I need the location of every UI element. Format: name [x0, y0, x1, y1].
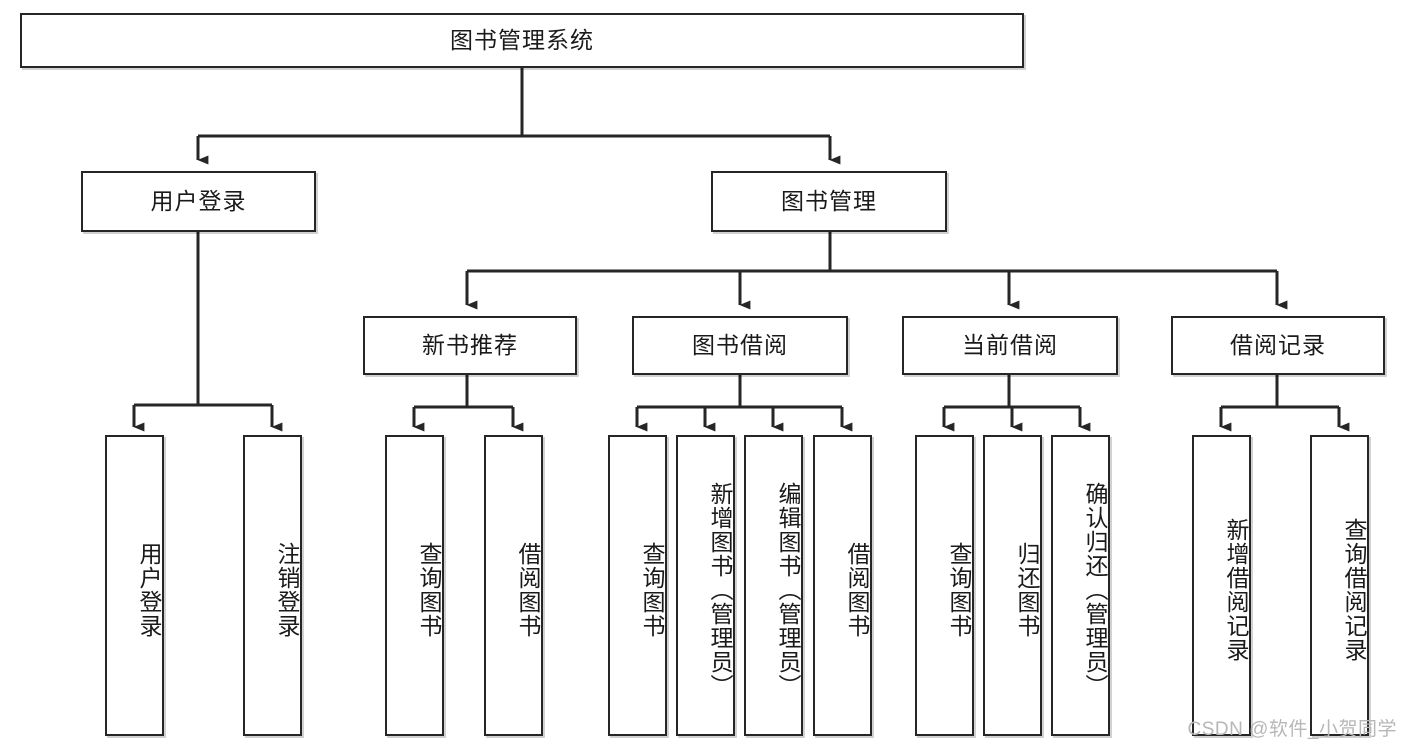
node-leaf-query-book-borrow-label: 查询图书 [639, 541, 665, 638]
node-book-manage[interactable]: 图书管理 [711, 171, 947, 232]
node-current-borrow[interactable]: 当前借阅 [902, 316, 1118, 375]
node-current-borrow-label: 当前借阅 [962, 332, 1058, 359]
node-leaf-query-record-label: 查询借阅记录 [1341, 517, 1367, 662]
node-leaf-add-book-label: 新增图书（管理员） [707, 481, 733, 698]
node-leaf-borrow-book-rec-label: 借阅图书 [515, 541, 541, 638]
node-leaf-user-login[interactable]: 用户登录 [105, 435, 164, 736]
node-leaf-query-book-borrow[interactable]: 查询图书 [608, 435, 667, 736]
csdn-watermark: CSDN @软件_小贺同学 [1187, 719, 1397, 740]
node-borrow-record[interactable]: 借阅记录 [1171, 316, 1385, 375]
node-leaf-borrow-book-label: 借阅图书 [844, 541, 870, 638]
node-leaf-query-book-cur[interactable]: 查询图书 [915, 435, 974, 736]
node-leaf-edit-book[interactable]: 编辑图书（管理员） [744, 435, 803, 736]
node-book-borrow-label: 图书借阅 [692, 332, 788, 359]
node-leaf-query-book-rec[interactable]: 查询图书 [385, 435, 444, 736]
node-leaf-return-book[interactable]: 归还图书 [983, 435, 1042, 736]
node-leaf-query-book-cur-label: 查询图书 [946, 541, 972, 638]
node-book-manage-label: 图书管理 [781, 188, 877, 215]
node-book-borrow[interactable]: 图书借阅 [632, 316, 848, 375]
node-leaf-add-book[interactable]: 新增图书（管理员） [676, 435, 735, 736]
node-new-book-recommend-label: 新书推荐 [422, 332, 518, 359]
node-leaf-borrow-book-rec[interactable]: 借阅图书 [484, 435, 543, 736]
node-leaf-user-login-label: 用户登录 [136, 541, 162, 638]
node-borrow-record-label: 借阅记录 [1230, 332, 1326, 359]
node-user-login[interactable]: 用户登录 [81, 171, 316, 232]
node-new-book-recommend[interactable]: 新书推荐 [363, 316, 577, 375]
node-leaf-borrow-book[interactable]: 借阅图书 [813, 435, 872, 736]
node-leaf-query-record[interactable]: 查询借阅记录 [1310, 435, 1369, 736]
node-leaf-return-book-label: 归还图书 [1014, 541, 1040, 638]
node-root[interactable]: 图书管理系统 [20, 13, 1024, 68]
node-leaf-logout-label: 注销登录 [274, 541, 300, 638]
node-leaf-query-book-rec-label: 查询图书 [416, 541, 442, 638]
node-leaf-confirm-return-label: 确认归还（管理员） [1082, 481, 1108, 698]
node-leaf-add-record[interactable]: 新增借阅记录 [1192, 435, 1251, 736]
node-leaf-confirm-return[interactable]: 确认归还（管理员） [1051, 435, 1110, 736]
node-leaf-edit-book-label: 编辑图书（管理员） [775, 481, 801, 698]
node-leaf-add-record-label: 新增借阅记录 [1223, 517, 1249, 662]
node-root-label: 图书管理系统 [450, 27, 594, 54]
node-leaf-logout[interactable]: 注销登录 [243, 435, 302, 736]
node-user-login-label: 用户登录 [150, 188, 247, 215]
